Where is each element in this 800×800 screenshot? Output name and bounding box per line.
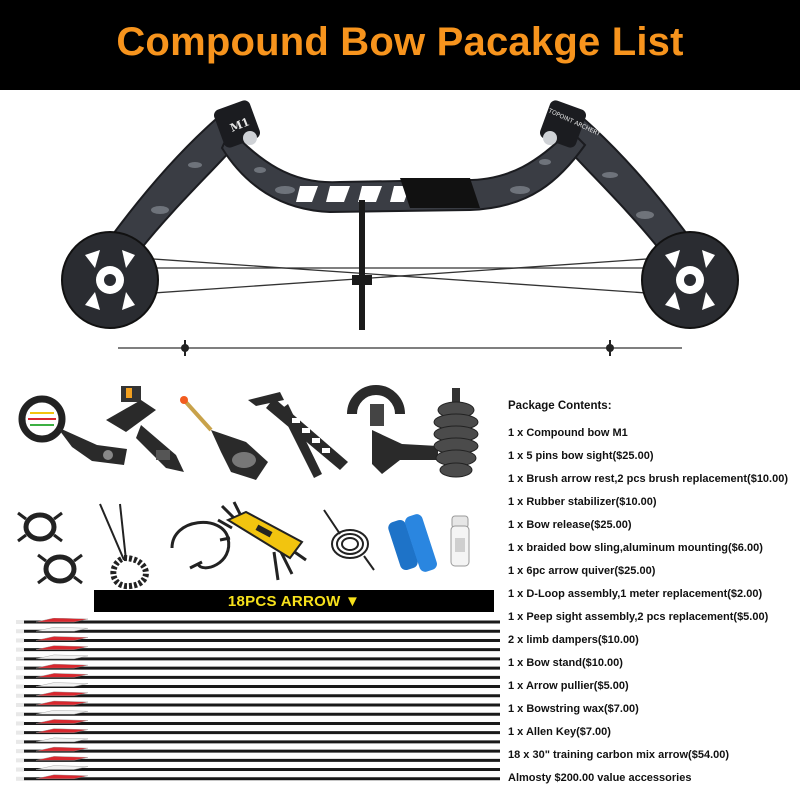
arrow [16,719,500,726]
stabilizer-icon [433,388,479,478]
list-item: 1 x 6pc arrow quiver($25.00) [508,565,656,577]
limb-damper-icon [17,511,83,585]
bow-sling-icon [99,503,149,590]
arrow-puller-icon [388,514,437,572]
list-item: 1 x Bow release($25.00) [508,519,632,531]
list-item: 1 x Bow stand($10.00) [508,657,623,669]
arrow [16,728,500,735]
arrow [16,774,500,781]
page-title: Compound Bow Pacakge List [116,19,684,64]
bow-release-icon [180,396,268,480]
arrows-bundle-image [16,618,500,781]
list-item: 2 x limb dampers($10.00) [508,634,639,646]
header-bar: Compound Bow Pacakge List [0,0,800,90]
arrow [16,700,500,707]
arrow [16,627,500,634]
list-item: 1 x Bowstring wax($7.00) [508,703,639,715]
arrow [16,737,500,744]
arrow [16,682,500,689]
arrow [16,673,500,680]
bow-sight-icon [18,395,127,465]
list-item: 1 x Rubber stabilizer($10.00) [508,496,657,508]
list-item: 1 x Compound bow M1 [508,427,628,439]
list-item: 1 x Peep sight assembly,2 pcs replacemen… [508,611,769,623]
arrow [16,663,500,671]
arrow [16,691,500,698]
arrow [16,645,500,652]
package-contents-heading: Package Contents: [508,400,612,412]
arrow [16,756,500,763]
allen-key-icon [217,501,307,581]
list-item: 1 x D-Loop assembly,1 meter replacement(… [508,588,763,600]
arrows-banner: 18PCS ARROW ▼ [94,590,494,612]
list-item: 18 x 30" training carbon mix arrow($54.0… [508,749,730,761]
bowstring-icon [323,509,375,571]
arrow [16,765,500,772]
arrow [16,636,500,643]
quiver-icon [347,385,438,474]
arrow [16,710,500,717]
list-item: 1 x Brush arrow rest,2 pcs brush replace… [508,473,789,485]
arrow-rest-icon [106,386,184,472]
list-item: Almosty $200.00 value accessories [508,772,692,784]
list-item: 1 x Arrow pullier($5.00) [508,680,629,692]
arrow [16,654,500,661]
package-contents-list: 1 x Compound bow M1 1 x 5 pins bow sight… [508,422,800,790]
arrow [16,618,500,624]
list-item: 1 x 5 pins bow sight($25.00) [508,450,654,462]
list-item: 1 x Allen Key($7.00) [508,726,611,738]
bow-stand-icon [248,392,348,478]
package-contents: Package Contents: 1 x Compound bow M1 1 … [508,396,800,790]
compound-bow-image: M1 TOPOINT ARCHERY [61,100,739,356]
arrow [16,746,500,754]
arrows-banner-label: 18PCS ARROW ▼ [227,592,361,610]
list-item: 1 x braided bow sling,aluminum mounting(… [508,542,763,554]
bowstring-wax-icon [450,515,470,567]
